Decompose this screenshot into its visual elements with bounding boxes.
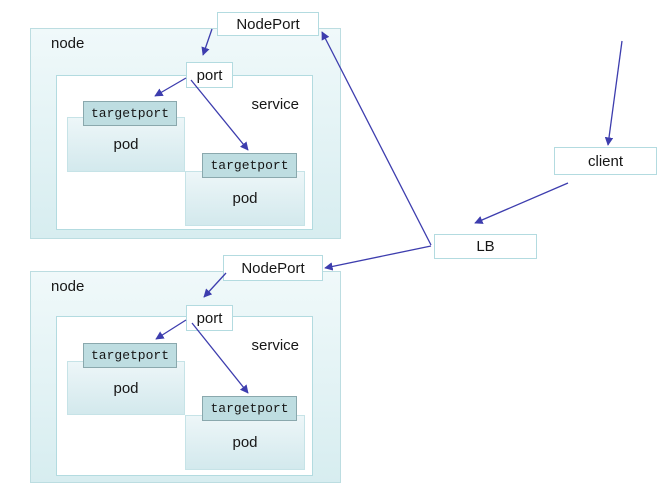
client-box: client — [554, 147, 657, 175]
service-label: service — [251, 337, 299, 354]
port-box-2: port — [186, 305, 233, 331]
pod-box-2a: pod — [67, 361, 185, 415]
client-label: client — [587, 152, 624, 170]
pod-box-1a: pod — [67, 117, 185, 172]
service-label: service — [251, 96, 299, 113]
arrow-client-to-lb — [474, 182, 569, 224]
targetport-box-2b: targetport — [202, 396, 297, 421]
port-label: port — [196, 309, 223, 327]
targetport-label: targetport — [90, 348, 169, 363]
targetport-box-1a: targetport — [83, 101, 177, 126]
pod-box-2b: pod — [185, 415, 305, 470]
targetport-label: targetport — [210, 401, 289, 416]
node-label: node — [51, 278, 85, 295]
pod-label: pod — [113, 379, 139, 397]
pod-box-1b: pod — [185, 171, 305, 226]
lb-label: LB — [476, 238, 495, 255]
nodeport-label: NodePort — [241, 259, 305, 277]
port-box-1: port — [186, 62, 233, 88]
pod-label: pod — [113, 136, 139, 153]
nodeport-label: NodePort — [236, 15, 300, 33]
lb-box: LB — [434, 234, 537, 259]
port-label: port — [196, 66, 223, 84]
targetport-box-2a: targetport — [83, 343, 177, 368]
node-label: node — [51, 35, 85, 52]
arrow-lb-to-nodeport2 — [324, 245, 432, 271]
targetport-box-1b: targetport — [202, 153, 297, 178]
nodeport-box-2: NodePort — [223, 255, 323, 281]
pod-label: pod — [232, 190, 258, 207]
targetport-label: targetport — [210, 158, 289, 173]
pod-label: pod — [232, 434, 258, 451]
arrow-incoming-to-client — [604, 40, 623, 146]
nodeport-box-1: NodePort — [217, 12, 319, 36]
targetport-label: targetport — [90, 106, 169, 121]
